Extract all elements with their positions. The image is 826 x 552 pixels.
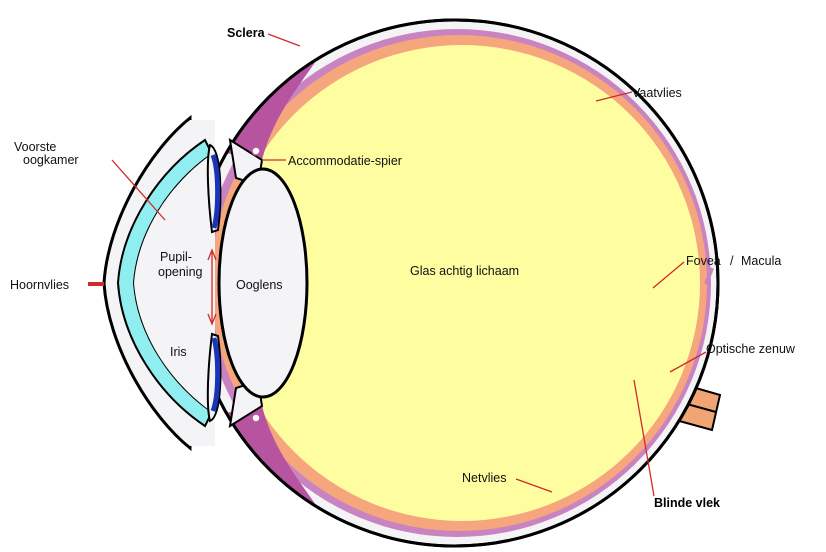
label-sclera: Sclera (227, 26, 266, 40)
label-pupil-line1: Pupil- (160, 250, 192, 264)
label-ooglens: Ooglens (236, 278, 283, 292)
label-blinde: Blinde vlek (654, 496, 720, 510)
label-pupil-line2: opening (158, 265, 203, 279)
label-voorste-line2: oogkamer (23, 153, 79, 167)
label-iris: Iris (170, 345, 187, 359)
label-macula: Macula (741, 254, 781, 268)
label-voorste-line1: Voorste (14, 140, 56, 154)
label-netvlies: Netvlies (462, 471, 506, 485)
iris-top (208, 145, 221, 232)
ciliary-muscle-top (252, 147, 260, 155)
label-fovea-sep: / (730, 254, 734, 268)
iris-bottom (208, 334, 221, 421)
label-accommodatie: Accommodatie-spier (288, 154, 402, 168)
label-vaatvlies: Vaatvlies (632, 86, 682, 100)
label-fovea: Fovea (686, 254, 721, 268)
label-glasachtig: Glas achtig lichaam (410, 264, 519, 278)
ciliary-muscle-bottom (252, 414, 260, 422)
label-optische: Optische zenuw (706, 342, 796, 356)
label-hoornvlies: Hoornvlies (10, 278, 69, 292)
